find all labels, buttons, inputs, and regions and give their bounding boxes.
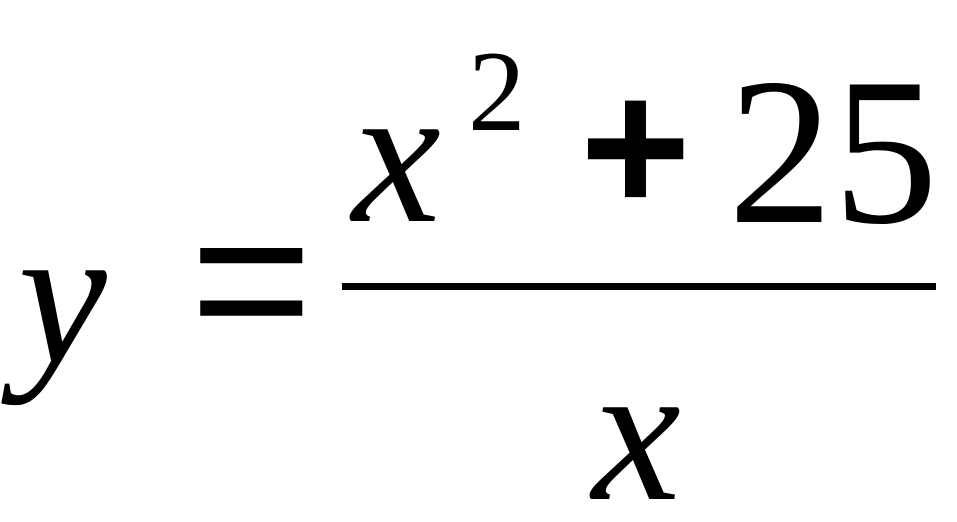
lhs-variable: y — [18, 185, 107, 406]
equals-sign: = — [190, 161, 313, 396]
numerator-variable: x — [352, 44, 441, 265]
fraction-bar — [342, 283, 936, 290]
denominator-variable: x — [592, 322, 681, 522]
numerator-constant: 25 — [728, 36, 938, 268]
numerator-plus-operator: + — [580, 41, 691, 253]
numerator-exponent: 2 — [468, 28, 526, 155]
